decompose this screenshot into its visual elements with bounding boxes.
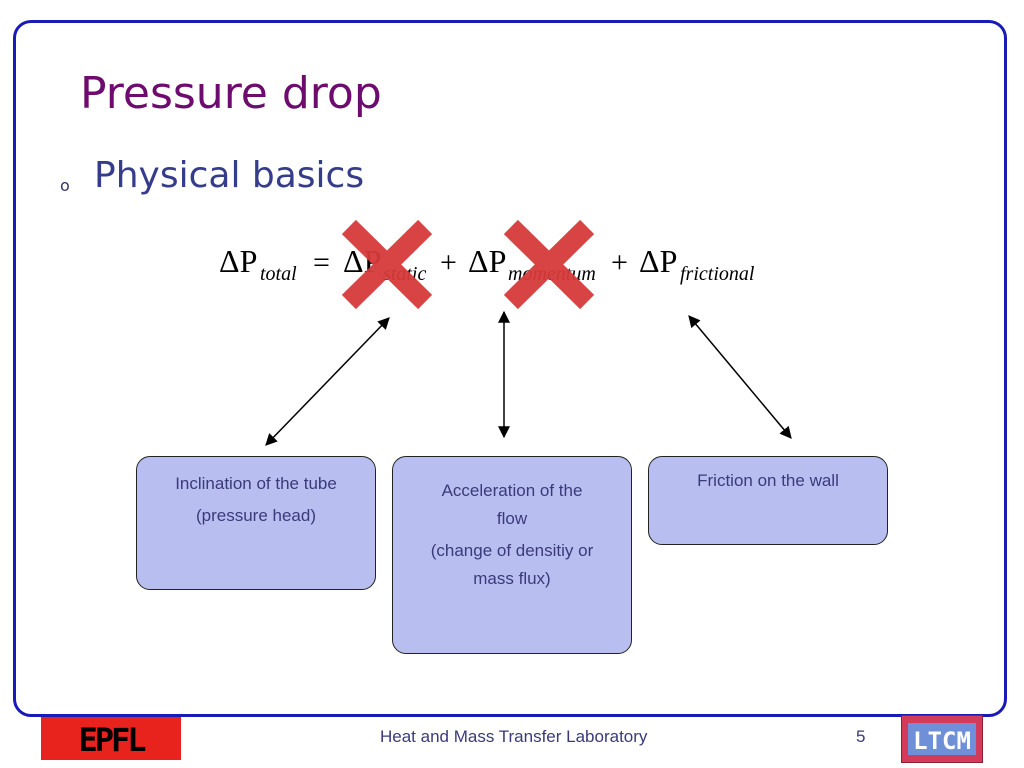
ltcm-logo-text: LTCM [913,727,971,755]
box-momentum-line2b: mass flux) [473,569,551,588]
page-number: 5 [856,727,866,746]
epfl-logo: EPFL [41,717,181,760]
arrow-frictional [688,315,792,439]
cross-static-icon [341,219,433,310]
term-frictional-symbol: ΔP [639,243,677,279]
slide-title: Pressure drop [80,68,382,119]
plus-sign-2: + [611,246,628,279]
ltcm-logo: LTCM [901,715,983,763]
box-frictional-line1: Friction on the wall [697,471,839,490]
bullet-text: Physical basics [94,155,365,196]
equation-diagram: ΔP total = ΔP static + ΔP momentum + ΔP … [219,219,792,446]
box-momentum-line1b: flow [496,509,528,528]
equals-sign: = [313,246,330,279]
bullet-circle-icon: o [60,176,70,195]
lhs-symbol: ΔP [219,243,257,279]
lhs-subscript: total [260,263,297,285]
box-momentum-line1a: Acceleration of the [441,481,583,500]
term-frictional-subscript: frictional [680,263,755,285]
footer-lab-name: Heat and Mass Transfer Laboratory [380,727,648,746]
arrow-static [265,317,390,446]
cross-momentum-icon [503,219,595,310]
box-static-line1: Inclination of the tube [175,474,337,493]
box-momentum: Acceleration of the flow (change of dens… [392,456,632,654]
box-momentum-line2a: (change of densitiy or [430,541,594,560]
epfl-logo-text: EPFL [78,721,145,759]
term-momentum-symbol: ΔP [468,243,506,279]
plus-sign-1: + [440,246,457,279]
box-frictional: Friction on the wall [648,456,888,545]
box-static: Inclination of the tube (pressure head) [136,456,376,590]
box-static-line2: (pressure head) [195,506,316,525]
